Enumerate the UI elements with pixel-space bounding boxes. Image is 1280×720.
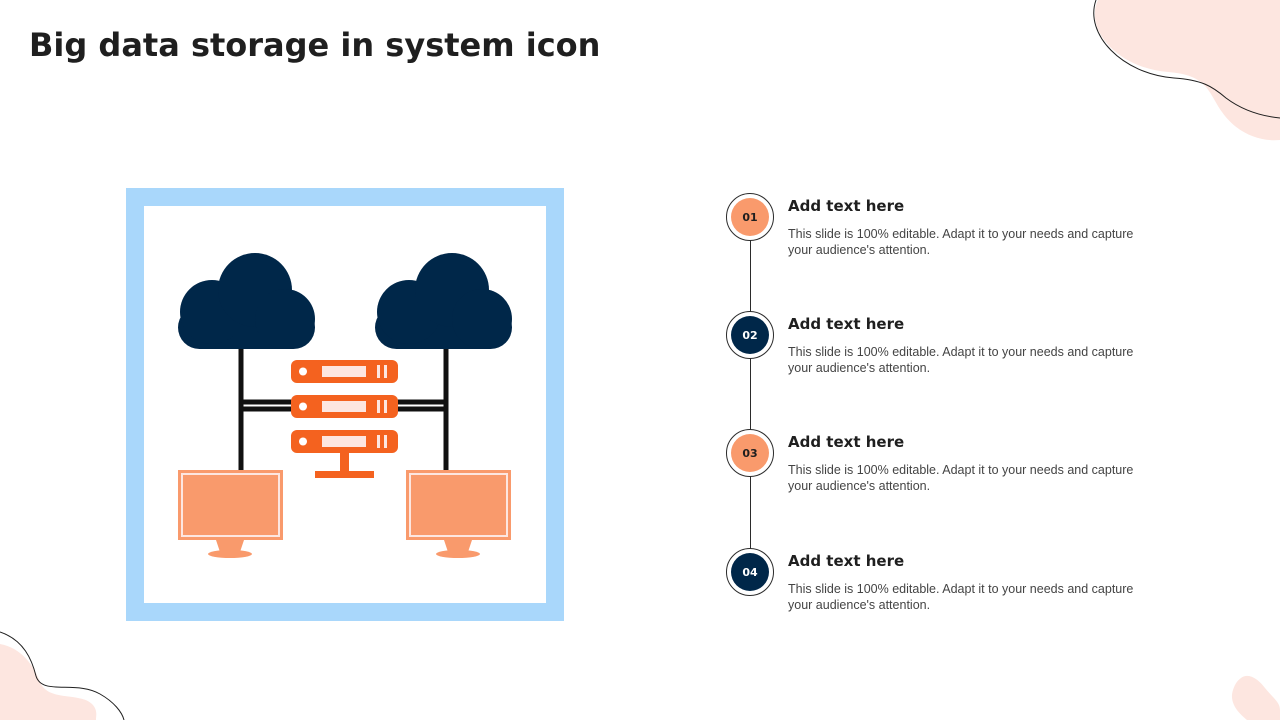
step-03: 03 Add text here This slide is 100% edit… xyxy=(726,429,1186,509)
cloud-icon xyxy=(178,253,315,349)
step-heading: Add text here xyxy=(788,315,905,333)
step-body-text: This slide is 100% editable. Adapt it to… xyxy=(788,227,1134,257)
step-marker: 04 xyxy=(726,548,774,596)
big-data-storage-icon xyxy=(178,253,512,558)
icon-frame xyxy=(126,188,564,621)
icon-canvas xyxy=(144,206,546,603)
cloud-icon xyxy=(375,253,512,349)
step-number-badge: 01 xyxy=(731,198,769,236)
step-body-text: This slide is 100% editable. Adapt it to… xyxy=(788,345,1134,375)
step-heading: Add text here xyxy=(788,197,905,215)
step-marker: 01 xyxy=(726,193,774,241)
step-number-badge: 02 xyxy=(731,316,769,354)
server-rack-icon xyxy=(291,360,398,478)
step-01: 01 Add text here This slide is 100% edit… xyxy=(726,193,1186,273)
step-marker: 02 xyxy=(726,311,774,359)
monitor-icon xyxy=(406,470,511,558)
step-heading: Add text here xyxy=(788,552,905,570)
step-number-badge: 03 xyxy=(731,434,769,472)
monitor-icon xyxy=(178,470,283,558)
step-04: 04 Add text here This slide is 100% edit… xyxy=(726,548,1186,628)
timeline-connector-line xyxy=(750,216,751,572)
page-title: Big data storage in system icon xyxy=(29,26,601,64)
step-number-badge: 04 xyxy=(731,553,769,591)
top-right-blob-decoration xyxy=(1093,0,1280,141)
step-body-text: This slide is 100% editable. Adapt it to… xyxy=(788,582,1134,612)
connector-lines xyxy=(238,346,449,471)
bottom-left-blob-decoration xyxy=(0,631,125,720)
step-body-text: This slide is 100% editable. Adapt it to… xyxy=(788,463,1134,493)
step-heading: Add text here xyxy=(788,433,905,451)
step-02: 02 Add text here This slide is 100% edit… xyxy=(726,311,1186,391)
bottom-right-blob-decoration xyxy=(1231,675,1280,720)
step-marker: 03 xyxy=(726,429,774,477)
